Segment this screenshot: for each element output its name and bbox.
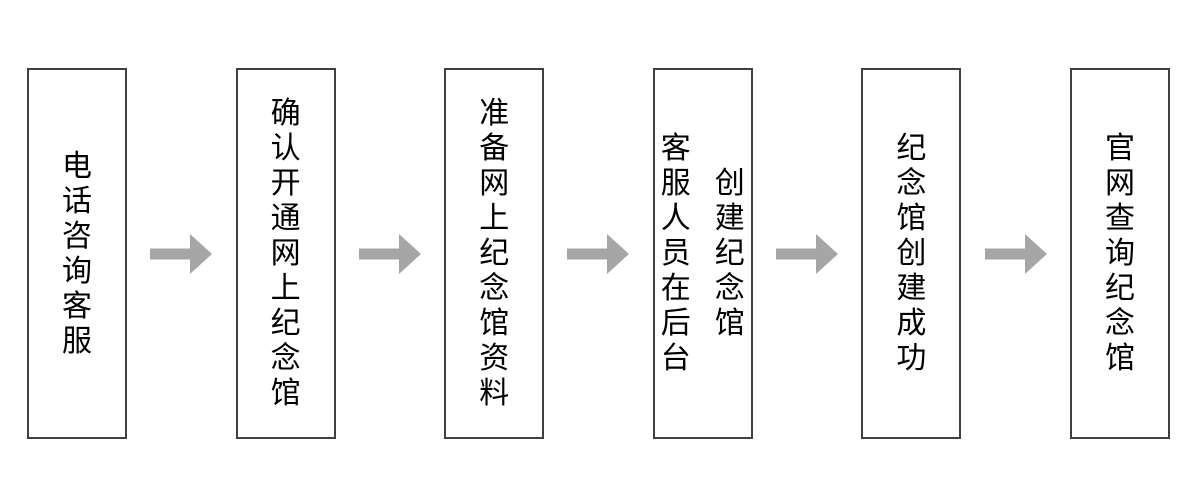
right-arrow-icon <box>567 233 630 274</box>
flow-step-4: 客服人员在后台 创建纪念馆 <box>652 68 753 439</box>
flow-step-6-label: 官网查询纪念馆 <box>1104 132 1135 375</box>
right-arrow-icon <box>776 233 839 274</box>
flow-step-1-label: 电话咨询客服 <box>62 149 92 358</box>
flow-step-1: 电话咨询客服 <box>27 68 127 439</box>
flow-step-5: 纪念馆创建成功 <box>861 68 962 439</box>
flow-step-5-label: 纪念馆创建成功 <box>896 132 927 375</box>
flow-step-6: 官网查询纪念馆 <box>1069 68 1170 439</box>
right-arrow-icon <box>150 233 213 274</box>
right-arrow-icon <box>984 233 1047 274</box>
flow-row: 电话咨询客服 确认开通网上纪念馆 准备网上纪念馆资料 客服人员在后台 创建纪念馆 <box>27 68 1170 439</box>
flow-step-4-label-line-2: 创建纪念馆 <box>714 167 745 340</box>
flow-step-4-label-line-1: 客服人员在后台 <box>660 132 691 375</box>
right-arrow-icon <box>358 233 421 274</box>
flow-step-3-label: 准备网上纪念馆资料 <box>479 97 510 410</box>
flow-step-3: 准备网上纪念馆资料 <box>444 68 545 439</box>
flow-step-2-label: 确认开通网上纪念馆 <box>270 97 301 410</box>
flow-step-2: 确认开通网上纪念馆 <box>235 68 336 439</box>
